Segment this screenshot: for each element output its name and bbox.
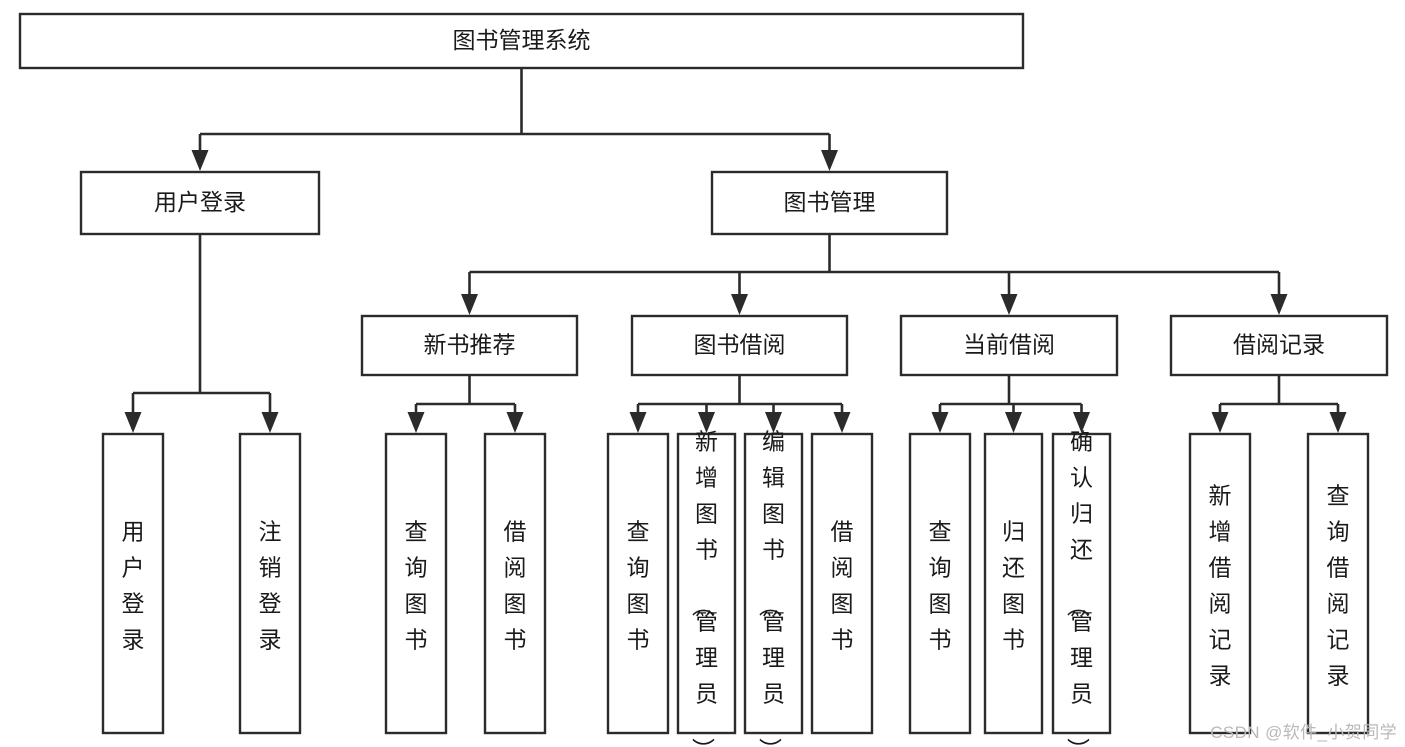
- node-box[interactable]: [983, 432, 1044, 735]
- node-label: 借阅记录: [1233, 332, 1325, 358]
- node-label: 确认归还（管理员）: [1065, 429, 1093, 747]
- node-n-book-mgmt[interactable]: 图书管理: [710, 170, 949, 236]
- node-box[interactable]: [1306, 432, 1370, 735]
- arrow-head-icon: [931, 412, 949, 433]
- node-label: 查询图书: [627, 519, 650, 653]
- node-l-borrow-book-2[interactable]: 借阅图书: [810, 432, 874, 735]
- node-l-add-record[interactable]: 新增借阅记录: [1188, 432, 1252, 735]
- node-label: 查询图书: [405, 519, 428, 653]
- arrow-head-icon: [261, 412, 279, 433]
- node-n-book-borrow[interactable]: 图书借阅: [630, 314, 849, 377]
- node-l-query-book-2[interactable]: 查询图书: [606, 432, 670, 735]
- arrow-head-icon: [698, 412, 715, 433]
- node-l-return-book[interactable]: 归还图书: [983, 432, 1044, 735]
- arrow-head-icon: [1270, 294, 1288, 315]
- connector-group-n-book-borrow: [629, 375, 851, 433]
- node-l-confirm-return[interactable]: 确认归还（管理员）: [1051, 429, 1112, 747]
- node-label: 图书借阅: [694, 332, 786, 358]
- node-l-user-login[interactable]: 用户登录: [101, 432, 165, 735]
- node-l-add-book[interactable]: 新增图书（管理员）: [676, 429, 737, 747]
- node-l-query-book-1[interactable]: 查询图书: [384, 432, 448, 735]
- node-label: 新增借阅记录: [1209, 483, 1232, 689]
- node-box[interactable]: [483, 432, 547, 735]
- node-label: 用户登录: [122, 519, 145, 653]
- node-label: 图书管理系统: [453, 27, 591, 53]
- node-box[interactable]: [899, 314, 1119, 377]
- nodes-layer: 图书管理系统用户登录图书管理新书推荐图书借阅当前借阅借阅记录用户登录注销登录查询…: [18, 12, 1389, 747]
- node-box[interactable]: [676, 432, 737, 735]
- arrow-head-icon: [124, 412, 142, 433]
- node-l-borrow-book-1[interactable]: 借阅图书: [483, 432, 547, 735]
- node-label: 编辑图书（管理员）: [757, 429, 785, 747]
- arrow-head-icon: [833, 412, 851, 433]
- node-box[interactable]: [384, 432, 448, 735]
- node-l-query-book-3[interactable]: 查询图书: [908, 432, 972, 735]
- node-label: 新增图书（管理员）: [690, 429, 718, 747]
- node-label: 查询借阅记录: [1327, 483, 1350, 689]
- connector-group-n-book-mgmt: [461, 234, 1288, 315]
- node-label: 查询图书: [929, 519, 952, 653]
- node-box[interactable]: [238, 432, 302, 735]
- arrow-head-icon: [1073, 412, 1090, 433]
- node-box[interactable]: [101, 432, 165, 735]
- node-n-new-book-rec[interactable]: 新书推荐: [360, 314, 579, 377]
- node-box[interactable]: [1188, 432, 1252, 735]
- node-box[interactable]: [360, 314, 579, 377]
- node-box[interactable]: [710, 170, 949, 236]
- node-n-borrow-record[interactable]: 借阅记录: [1169, 314, 1389, 377]
- connector-group-n-borrow-record: [1211, 375, 1347, 433]
- arrow-head-icon: [461, 294, 478, 315]
- node-box[interactable]: [630, 314, 849, 377]
- node-box[interactable]: [1169, 314, 1389, 377]
- node-label: 归还图书: [1002, 519, 1025, 653]
- watermark-text: CSDN @软件_小贺同学: [1210, 723, 1397, 742]
- edges-layer: [124, 68, 1347, 433]
- arrow-head-icon: [1329, 412, 1347, 433]
- node-label: 用户登录: [154, 189, 246, 215]
- arrow-head-icon: [629, 412, 647, 433]
- node-label: 新书推荐: [424, 332, 516, 358]
- arrow-head-icon: [191, 150, 209, 171]
- node-l-edit-book[interactable]: 编辑图书（管理员）: [743, 429, 804, 747]
- arrow-head-icon: [731, 294, 748, 315]
- arrow-head-icon: [821, 150, 838, 171]
- node-label: 借阅图书: [831, 519, 854, 653]
- node-n-user-login[interactable]: 用户登录: [79, 170, 321, 236]
- connector-group-n-new-book-rec: [407, 375, 524, 433]
- node-box[interactable]: [18, 12, 1025, 70]
- arrow-head-icon: [407, 412, 425, 433]
- arrow-head-icon: [506, 412, 524, 433]
- node-box[interactable]: [1051, 432, 1112, 735]
- node-n-current-borrow[interactable]: 当前借阅: [899, 314, 1119, 377]
- arrow-head-icon: [1211, 412, 1229, 433]
- node-label: 图书管理: [784, 189, 876, 215]
- node-label: 借阅图书: [504, 519, 527, 653]
- arrow-head-icon: [765, 412, 782, 433]
- node-l-query-record[interactable]: 查询借阅记录: [1306, 432, 1370, 735]
- connector-group-n-current-borrow: [931, 375, 1090, 433]
- node-box[interactable]: [606, 432, 670, 735]
- node-label: 注销登录: [259, 519, 282, 653]
- node-box[interactable]: [743, 432, 804, 735]
- node-box[interactable]: [79, 170, 321, 236]
- connector-group-n-user-login: [124, 234, 279, 433]
- arrow-head-icon: [1005, 412, 1022, 433]
- node-root[interactable]: 图书管理系统: [18, 12, 1025, 70]
- node-box[interactable]: [810, 432, 874, 735]
- node-l-logout[interactable]: 注销登录: [238, 432, 302, 735]
- node-box[interactable]: [908, 432, 972, 735]
- node-label: 当前借阅: [963, 332, 1055, 358]
- arrow-head-icon: [1000, 294, 1018, 315]
- connector-group-root: [191, 68, 838, 171]
